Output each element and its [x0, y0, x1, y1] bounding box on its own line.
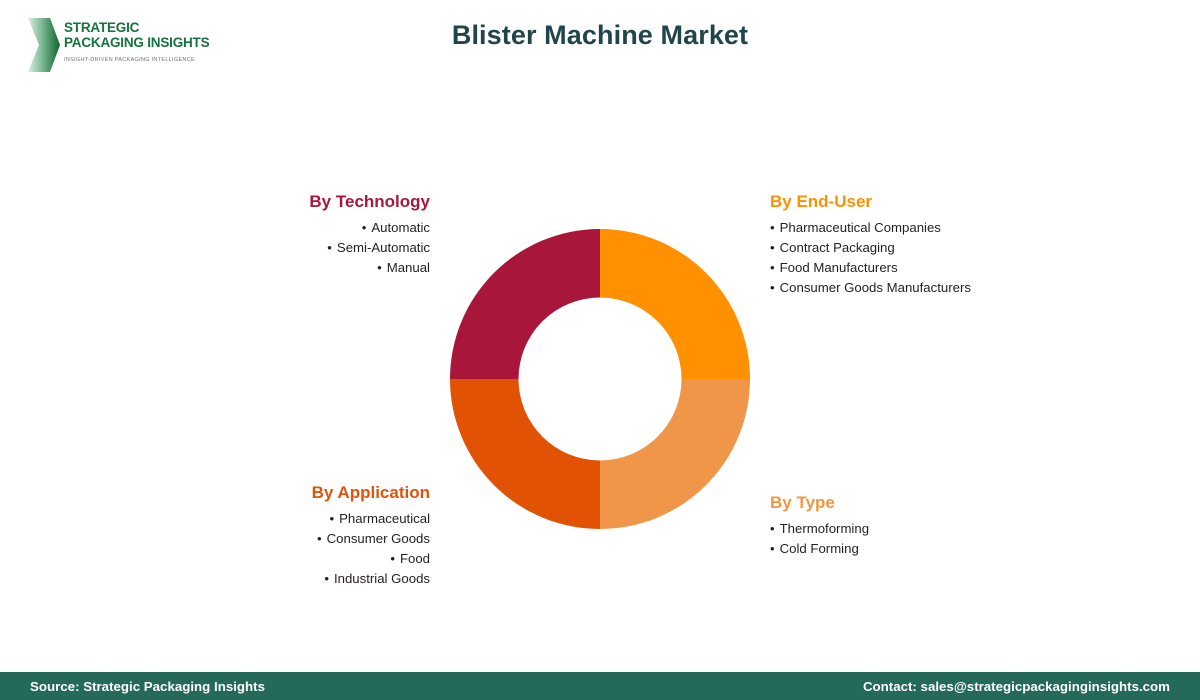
- segment-title-technology: By Technology: [309, 192, 430, 211]
- segment-list-item: •Automatic: [200, 218, 430, 238]
- bullet-icon: •: [770, 240, 775, 255]
- bullet-icon: •: [327, 240, 332, 255]
- logo-wordmark: STRATEGIC PACKAGING INSIGHTS INSIGHT-DRI…: [64, 20, 210, 63]
- logo-line-2: PACKAGING INSIGHTS: [64, 34, 210, 50]
- segment-list-item: •Thermoforming: [770, 519, 1090, 539]
- segment-list-item: •Industrial Goods: [200, 569, 430, 589]
- segment-list-item: •Pharmaceutical: [200, 509, 430, 529]
- bullet-icon: •: [324, 571, 329, 586]
- bullet-icon: •: [770, 280, 775, 295]
- segment-list-item: •Cold Forming: [770, 539, 1090, 559]
- segment-list-item: •Contract Packaging: [770, 238, 1090, 258]
- footer-source: Source: Strategic Packaging Insights: [30, 678, 265, 694]
- bullet-icon: •: [361, 220, 367, 235]
- segment-title-end-user: By End-User: [770, 192, 873, 211]
- chevron-right-logo-mark: [28, 18, 60, 72]
- logo-tagline: INSIGHT-DRIVEN PACKAGING INTELLIGENCE: [64, 57, 195, 63]
- footer-contact: Contact: sales@strategicpackaginginsight…: [862, 678, 1170, 694]
- segment-list-type: •Thermoforming•Cold Forming: [770, 519, 1090, 559]
- bullet-icon: •: [770, 220, 775, 235]
- bullet-icon: •: [770, 260, 775, 275]
- bullet-icon: •: [770, 521, 775, 536]
- segment-title-application: By Application: [311, 483, 430, 502]
- segment-list-item: •Consumer Goods Manufacturers: [770, 278, 1090, 298]
- segment-title-type: By Type: [770, 493, 835, 512]
- segment-list-item: •Pharmaceutical Companies: [770, 218, 1090, 238]
- footer-bar: Source: Strategic Packaging Insights Con…: [0, 672, 1200, 700]
- bullet-icon: •: [377, 260, 382, 275]
- bullet-icon: •: [317, 531, 322, 546]
- brand-logo: STRATEGIC PACKAGING INSIGHTS INSIGHT-DRI…: [24, 14, 210, 76]
- segment-list-item: •Consumer Goods: [200, 529, 430, 549]
- segment-list-end-user: •Pharmaceutical Companies•Contract Packa…: [770, 218, 1090, 298]
- segment-list-technology: •Automatic•Semi-Automatic•Manual: [200, 218, 430, 278]
- segment-list-item: •Semi-Automatic: [200, 238, 430, 258]
- donut-chart: [450, 229, 750, 529]
- segment-list-item: •Food Manufacturers: [770, 258, 1090, 278]
- bullet-icon: •: [329, 511, 335, 526]
- bullet-icon: •: [390, 551, 395, 566]
- segment-block-application: By Application •Pharmaceutical•Consumer …: [200, 483, 430, 589]
- segment-block-end-user: By End-User •Pharmaceutical Companies•Co…: [770, 192, 1090, 298]
- page-title: Blister Machine Market: [451, 20, 749, 50]
- segment-list-item: •Food: [200, 549, 430, 569]
- segment-list-application: •Pharmaceutical•Consumer Goods•Food•Indu…: [200, 509, 430, 589]
- segment-list-item: •Manual: [200, 258, 430, 278]
- segment-block-type: By Type •Thermoforming•Cold Forming: [770, 493, 1090, 559]
- logo-line-1: STRATEGIC: [64, 20, 140, 35]
- donut-hole: [518, 297, 682, 461]
- bullet-icon: •: [770, 541, 775, 556]
- segment-block-technology: By Technology •Automatic•Semi-Automatic•…: [200, 192, 430, 278]
